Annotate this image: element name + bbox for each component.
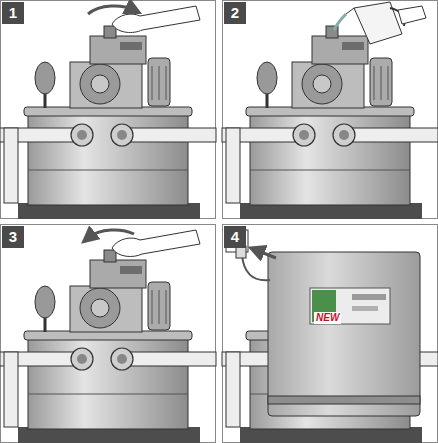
panel-frame (223, 225, 438, 443)
sticker-text: NEW (314, 312, 341, 324)
callout-number: 3 (2, 226, 24, 248)
callout-number: 2 (224, 2, 246, 24)
pump-drawing (222, 2, 438, 219)
panel-frame (1, 1, 216, 219)
callout-number: 4 (224, 226, 246, 248)
pump-drawing (0, 6, 216, 219)
callout-number: 1 (2, 2, 24, 24)
pump-drawing (222, 230, 438, 443)
pump-drawing (0, 230, 216, 443)
panel-frame (223, 1, 438, 219)
panel-frame (1, 225, 216, 443)
